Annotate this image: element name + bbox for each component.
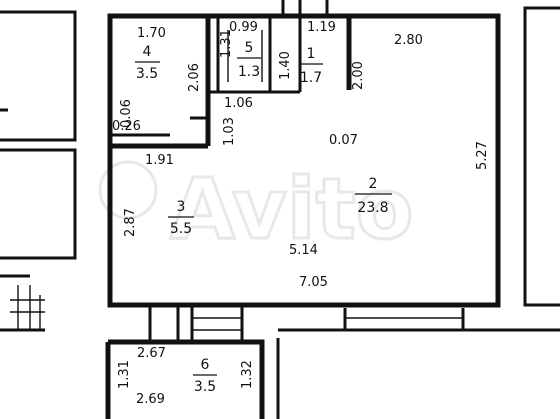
dim-2-80: 2.80 [394, 33, 423, 48]
neighbor-right [276, 6, 560, 419]
dim-1-32: 1.32 [240, 360, 255, 389]
room-5-area: 1.3 [238, 64, 260, 80]
top-opening-marks [281, 0, 329, 16]
dim-1-91: 1.91 [145, 153, 174, 168]
room-3-area: 5.5 [170, 221, 192, 237]
dim-0-99: 0.99 [229, 20, 258, 35]
dim-5-14: 5.14 [289, 243, 318, 258]
room-1-number: 1 [307, 46, 316, 62]
dim-0-06: 0.06 [119, 99, 134, 128]
room-5-number: 5 [245, 40, 254, 56]
avito-watermark: Avito [170, 160, 413, 258]
dim-2-67: 2.67 [137, 346, 166, 361]
dim-1-31-top: 1.31 [219, 29, 234, 58]
dim-2-69: 2.69 [136, 392, 165, 407]
dim-7-05: 7.05 [299, 275, 328, 290]
neighbor-left [0, 10, 77, 332]
dim-1-40: 1.40 [278, 51, 293, 80]
room-3-number: 3 [177, 199, 186, 215]
interior-walls [110, 16, 352, 149]
room-2-number: 2 [369, 176, 378, 192]
dim-2-06: 2.06 [187, 63, 202, 92]
dim-1-03: 1.03 [222, 117, 237, 146]
dim-2-87: 2.87 [123, 208, 138, 237]
room-6-number: 6 [201, 357, 210, 373]
room-4-area: 3.5 [136, 66, 158, 82]
watermark-circle [98, 160, 158, 220]
dim-2-00: 2.00 [351, 61, 366, 90]
room-2-area: 23.8 [357, 200, 388, 216]
dim-0-26: 0.26 [112, 119, 141, 134]
room-6-area: 3.5 [194, 379, 216, 395]
dim-1-19: 1.19 [307, 20, 336, 35]
dim-5-27: 5.27 [475, 141, 490, 170]
room-6-walls [105, 305, 265, 419]
dim-1-70: 1.70 [137, 26, 166, 41]
dim-1-31-bottom: 1.31 [117, 360, 132, 389]
apartment-outer-walls [107, 13, 501, 308]
dim-1-06: 1.06 [224, 96, 253, 111]
dim-0-07: 0.07 [329, 133, 358, 148]
room-4-number: 4 [143, 44, 152, 60]
room-1-area: 1.7 [300, 70, 322, 86]
